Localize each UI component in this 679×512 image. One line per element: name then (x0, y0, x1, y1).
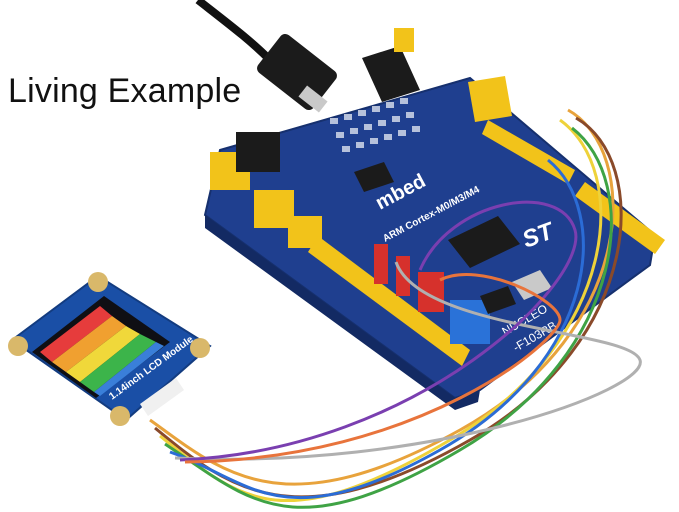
crystal (512, 270, 552, 300)
lcd-mount-br (190, 338, 210, 358)
yellow-header-top (482, 120, 575, 184)
top-header-right (468, 76, 512, 122)
usb-connector (298, 85, 328, 113)
small-chip (354, 162, 394, 192)
top-header-left (362, 46, 420, 102)
black-header-left (236, 132, 280, 172)
yellow-header-bottom (308, 236, 470, 366)
lcd-connector (140, 378, 184, 416)
lcd-mount-bl (110, 406, 130, 426)
caption-text: Living Example (8, 72, 242, 110)
silkscreen-grid (330, 98, 420, 152)
lcd-feathers-image (40, 306, 164, 396)
red-header-1 (374, 244, 388, 284)
jumper-yellow-top (394, 28, 414, 52)
lcd-mount-tl (8, 336, 28, 356)
small-chip-2 (480, 286, 516, 314)
mcu-chip (448, 216, 520, 268)
lcd-mount-tr (88, 272, 108, 292)
usb-cable (195, 0, 273, 63)
left-jumper-2 (254, 190, 294, 228)
jumper-wires (149, 108, 642, 509)
usb-plug (257, 33, 337, 111)
